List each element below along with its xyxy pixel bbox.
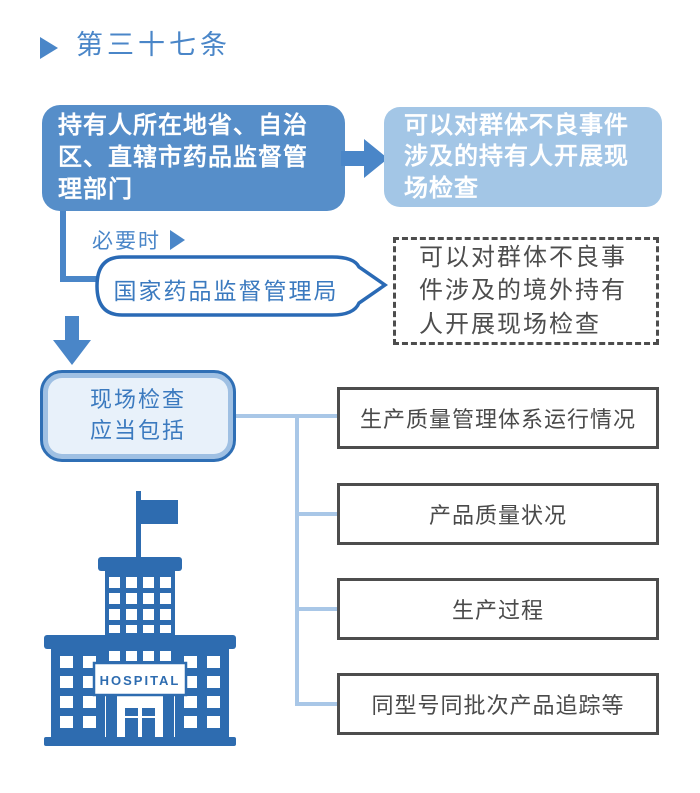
speech-bubble-shape [94,254,389,323]
hospital-sign-text: HOSPITAL [100,673,181,688]
overseas-inspection-text: 可以对群体不良事件涉及的境外持有人开展现场检查 [419,244,627,338]
flow-arrow-right-icon [341,138,389,184]
down-arrow-icon [52,316,92,371]
connector-line [236,414,337,418]
connector-line [295,702,339,706]
capability-box-text: 可以对群体不良事件涉及的持有人开展现场检查 [404,112,629,202]
connector-line [295,607,339,611]
agency-bubble-label: 国家药品监督管理局 [113,278,339,304]
page-title: 第三十七条 [76,30,231,60]
elbow-connector-horizontal [60,276,98,282]
capability-box: 可以对群体不良事件涉及的持有人开展现场检查 [384,107,662,207]
authority-box-text: 持有人所在地省、自治区、直辖市药品监督管理部门 [58,112,308,203]
inspection-item-box: 产品质量状况 [337,483,659,545]
triangle-right-icon [170,230,185,250]
condition-label: 必要时 [92,230,161,253]
inspection-scope-box: 现场检查 应当包括 [40,370,236,462]
connector-line [295,414,299,706]
inspection-item-box: 同型号同批次产品追踪等 [337,673,659,735]
inspection-item-box: 生产过程 [337,578,659,640]
overseas-inspection-box: 可以对群体不良事件涉及的境外持有人开展现场检查 [393,237,659,345]
triangle-right-icon [40,37,58,59]
inspection-item-box: 生产质量管理体系运行情况 [337,387,659,449]
connector-line [295,512,339,516]
condition-group: 必要时 [92,225,185,255]
authority-box: 持有人所在地省、自治区、直辖市药品监督管理部门 [42,105,345,211]
hospital-icon: HOSPITAL [42,487,238,752]
elbow-connector-vertical [60,211,66,282]
inspection-scope-text: 现场检查 应当包括 [48,378,228,454]
